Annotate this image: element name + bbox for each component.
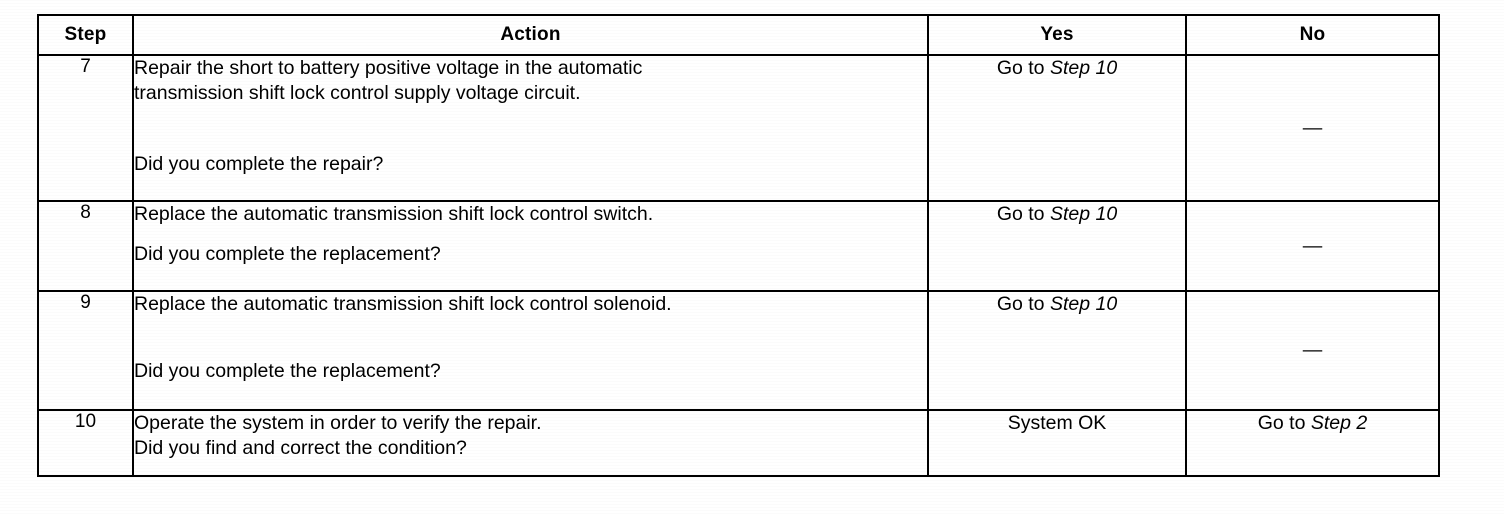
no-answer: —: [1185, 54, 1440, 202]
yes-answer-step-ref: Step 10: [1049, 203, 1118, 225]
action-text: Replace the automatic transmission shift…: [132, 290, 929, 411]
yes-answer-prefix: System OK: [1007, 412, 1107, 434]
action-line: Replace the automatic transmission shift…: [134, 293, 672, 315]
action-line: Replace the automatic transmission shift…: [134, 203, 654, 225]
action-text: Replace the automatic transmission shift…: [132, 200, 929, 292]
action-question: Did you find and correct the condition?: [134, 437, 467, 459]
diagnostic-steps-table: Step Action Yes No 7 Repair the short to…: [37, 14, 1440, 477]
action-question: Did you complete the repair?: [134, 153, 384, 175]
no-answer-dash: —: [1302, 234, 1323, 257]
table-row: 8 Replace the automatic transmission shi…: [37, 200, 1440, 292]
action-text: Repair the short to battery positive vol…: [132, 54, 929, 202]
no-answer-prefix: Go to: [1257, 412, 1311, 434]
no-answer: —: [1185, 200, 1440, 292]
step-number: 10: [37, 409, 134, 477]
no-answer-dash: —: [1302, 339, 1323, 361]
action-line: transmission shift lock control supply v…: [134, 82, 581, 104]
action-line: Repair the short to battery positive vol…: [134, 57, 643, 79]
table-row: 7 Repair the short to battery positive v…: [37, 54, 1440, 202]
column-header-yes: Yes: [927, 14, 1187, 56]
step-number: 8: [37, 200, 134, 292]
vertical-spacer: [134, 317, 927, 359]
no-answer-step-ref: Step 2: [1310, 412, 1368, 434]
yes-answer: Go to Step 10: [927, 54, 1187, 202]
column-header-action: Action: [132, 14, 929, 56]
no-answer: Go to Step 2: [1185, 409, 1440, 477]
vertical-spacer: [134, 227, 927, 242]
yes-answer: Go to Step 10: [927, 290, 1187, 411]
step-number: 9: [37, 290, 134, 411]
step-number: 7: [37, 54, 134, 202]
vertical-spacer: [134, 106, 927, 152]
yes-answer-prefix: Go to: [996, 57, 1050, 79]
action-text: Operate the system in order to verify th…: [132, 409, 929, 477]
table-row: 9 Replace the automatic transmission shi…: [37, 290, 1440, 411]
column-header-step: Step: [37, 14, 134, 56]
no-answer: —: [1185, 290, 1440, 411]
yes-answer-step-ref: Step 10: [1049, 57, 1118, 79]
no-answer-dash: —: [1302, 116, 1323, 139]
table-row: 10 Operate the system in order to verify…: [37, 409, 1440, 477]
yes-answer-step-ref: Step 10: [1049, 293, 1118, 315]
yes-answer: System OK: [927, 409, 1187, 477]
action-line: Operate the system in order to verify th…: [134, 412, 542, 434]
column-header-no: No: [1185, 14, 1440, 56]
action-question: Did you complete the replacement?: [134, 360, 441, 382]
action-question: Did you complete the replacement?: [134, 243, 441, 265]
yes-answer: Go to Step 10: [927, 200, 1187, 292]
table-header-row: Step Action Yes No: [37, 14, 1440, 56]
yes-answer-prefix: Go to: [996, 293, 1050, 315]
yes-answer-prefix: Go to: [996, 203, 1050, 225]
